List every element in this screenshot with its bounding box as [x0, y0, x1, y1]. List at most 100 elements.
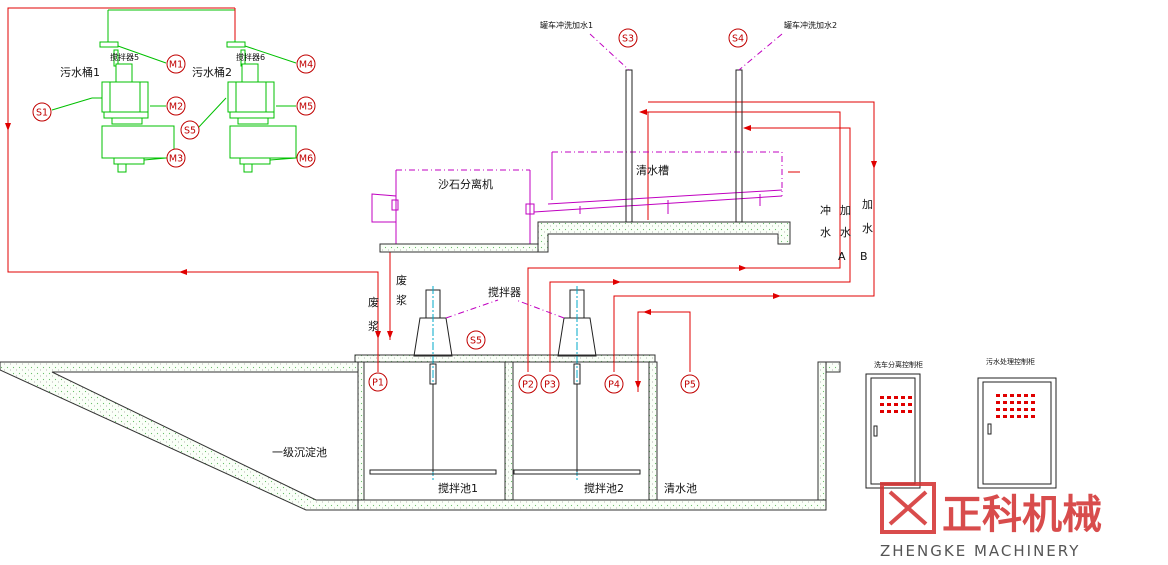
mixer-leader-1 — [445, 299, 499, 319]
indicator-light-icon — [901, 403, 905, 406]
tag-S4: S4 — [728, 28, 748, 48]
indicator-light-icon — [894, 396, 898, 399]
sewage-tank-2-label: 污水桶2 — [192, 65, 232, 79]
tag-label: M2 — [169, 102, 183, 113]
logo-cn: 正科机械 — [942, 492, 1102, 538]
tag-P3: P3 — [540, 374, 560, 394]
indicator-light-icon — [1031, 408, 1035, 411]
tag-P4: P4 — [604, 374, 624, 394]
indicator-light-icon — [887, 396, 891, 399]
indicator-light-icon — [1024, 394, 1028, 397]
indicator-light-icon — [1010, 394, 1014, 397]
feed-a-label-1: 加 — [840, 204, 851, 217]
tag-P5: P5 — [680, 374, 700, 394]
indicator-light-icon — [1010, 408, 1014, 411]
indicator-light-icon — [1017, 394, 1021, 397]
clean-pool-label: 清水池 — [664, 482, 697, 495]
feed-b-label-2: 水 — [862, 222, 873, 235]
flush-label-1: 冲 — [820, 203, 831, 217]
tag-label: S1 — [36, 108, 48, 119]
tag-S1: S1 — [32, 102, 52, 122]
tag-S3: S3 — [618, 28, 638, 48]
mix-pool-1-label: 搅拌池1 — [438, 481, 478, 495]
sewage-tank-1 — [92, 10, 175, 173]
indicator-light-icon — [1003, 394, 1007, 397]
indicator-light-icon — [1010, 401, 1014, 404]
indicator-light-icon — [880, 396, 884, 399]
flush-label-2: 水 — [820, 226, 831, 239]
indicator-light-icon — [908, 403, 912, 406]
indicator-light-icon — [1010, 415, 1014, 418]
indicator-light-icon — [1017, 408, 1021, 411]
logo-mark-icon — [880, 482, 936, 534]
indicator-light-icon — [887, 403, 891, 406]
cabinet-2-label: 污水处理控制柜 — [986, 357, 1035, 366]
sewage-tank-1-label: 污水桶1 — [60, 65, 100, 79]
mixer-1 — [369, 286, 497, 480]
tag-P2: P2 — [518, 374, 538, 394]
mixer-leader-2 — [515, 299, 565, 319]
indicator-light-icon — [1024, 401, 1028, 404]
indicator-light-icon — [901, 410, 905, 413]
tag-label: P3 — [544, 380, 556, 391]
control-cabinet-2 — [977, 377, 1057, 489]
tag-M4: M4 — [296, 54, 316, 74]
tag-label: M4 — [299, 60, 313, 71]
tag-label: P2 — [522, 380, 534, 391]
pool-structure — [0, 354, 841, 511]
feed-a-label-2: 水 — [840, 226, 851, 239]
indicator-light-icon — [1003, 415, 1007, 418]
tag-label: P4 — [608, 380, 620, 391]
tag-M5: M5 — [296, 96, 316, 116]
tag-label: M3 — [169, 154, 183, 165]
indicator-light-icon — [1024, 408, 1028, 411]
company-logo: 正科机械 ZHENGKE MACHINERY — [880, 482, 1102, 560]
slurry-mid-2: 浆 — [396, 293, 407, 307]
logo-en: ZHENGKE MACHINERY — [880, 542, 1080, 560]
separator-base — [379, 221, 791, 253]
tag-label: M5 — [299, 102, 313, 113]
stirrer-5-label: 搅拌器5 — [110, 52, 139, 62]
indicator-light-icon — [1003, 408, 1007, 411]
tag-label: M6 — [299, 154, 313, 165]
spray-1-label: 罐车冲洗加水1 — [540, 20, 593, 30]
indicator-light-icon — [908, 410, 912, 413]
indicator-light-icon — [1031, 401, 1035, 404]
indicator-light-icon — [880, 403, 884, 406]
pipe-network — [5, 7, 877, 392]
tag-M2: M2 — [166, 96, 186, 116]
feed-b-label-1: 加 — [862, 198, 873, 211]
cabinet-1-label: 洗车分离控制柜 — [874, 360, 923, 369]
slurry-left-2: 浆 — [368, 319, 379, 333]
indicator-light-icon — [1024, 415, 1028, 418]
indicator-light-icon — [996, 394, 1000, 397]
tag-label: S5 — [184, 126, 196, 137]
primary-pool-label: 一级沉淀池 — [272, 445, 327, 459]
mixer-2 — [513, 286, 641, 480]
indicator-light-icon — [996, 401, 1000, 404]
sewage-tank-2 — [226, 10, 297, 173]
tag-S5-tank: S5 — [180, 120, 200, 140]
indicator-light-icon — [1003, 401, 1007, 404]
green-leaders — [51, 9, 297, 161]
clean-trough-label: 清水槽 — [636, 164, 669, 177]
stirrer-6-label: 搅拌器6 — [236, 52, 265, 62]
indicator-light-icon — [887, 410, 891, 413]
spray-2-label: 罐车冲洗加水2 — [784, 20, 837, 30]
indicator-light-icon — [901, 396, 905, 399]
separator-label: 沙石分离机 — [438, 177, 493, 191]
indicator-light-icon — [1031, 394, 1035, 397]
tag-label: P5 — [684, 380, 696, 391]
indicator-light-icon — [996, 415, 1000, 418]
clean-water-trough — [533, 151, 783, 214]
tag-M1: M1 — [166, 54, 186, 74]
indicator-light-icon — [1017, 415, 1021, 418]
mixer-label: 搅拌器 — [488, 285, 521, 299]
tag-label: P1 — [372, 378, 384, 389]
tag-label: S4 — [732, 34, 744, 45]
tag-P1: P1 — [368, 372, 388, 392]
tag-label: S5 — [470, 336, 482, 347]
indicator-light-icon — [996, 408, 1000, 411]
